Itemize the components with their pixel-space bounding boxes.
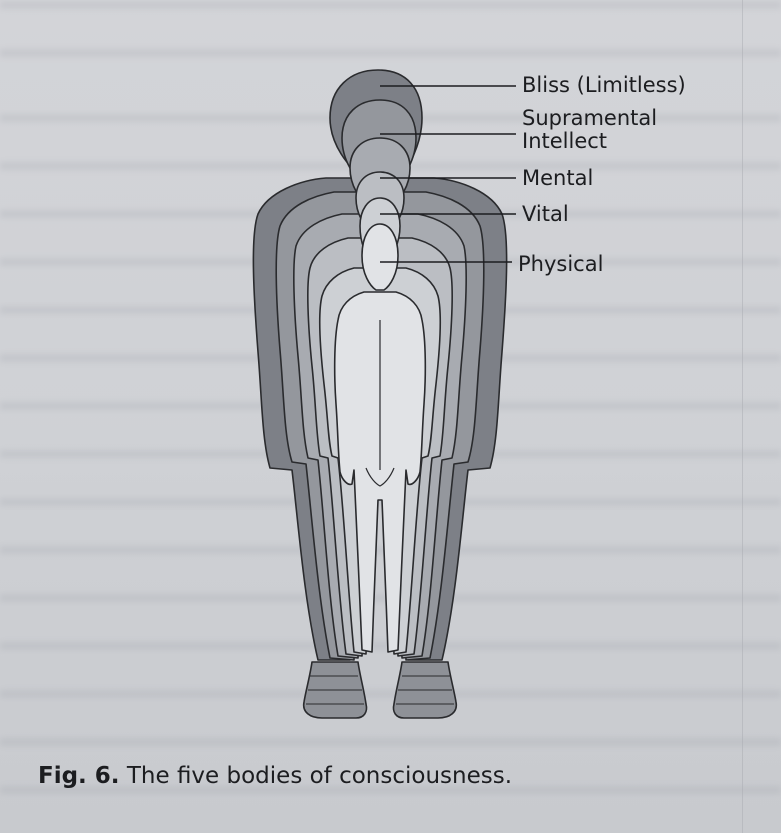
feet bbox=[304, 662, 457, 718]
label-mental: Mental bbox=[522, 168, 593, 189]
label-physical: Physical bbox=[518, 254, 603, 275]
label-intellect: Intellect bbox=[522, 131, 607, 152]
figure-caption-text: The five bodies of consciousness. bbox=[127, 763, 512, 789]
physical-head bbox=[362, 224, 398, 290]
label-bliss: Bliss (Limitless) bbox=[522, 75, 686, 96]
label-supramental: Supramental bbox=[522, 108, 657, 129]
figure-caption: Fig. 6. The five bodies of consciousness… bbox=[38, 763, 512, 789]
figure-number: Fig. 6. bbox=[38, 763, 120, 789]
label-vital: Vital bbox=[522, 204, 569, 225]
